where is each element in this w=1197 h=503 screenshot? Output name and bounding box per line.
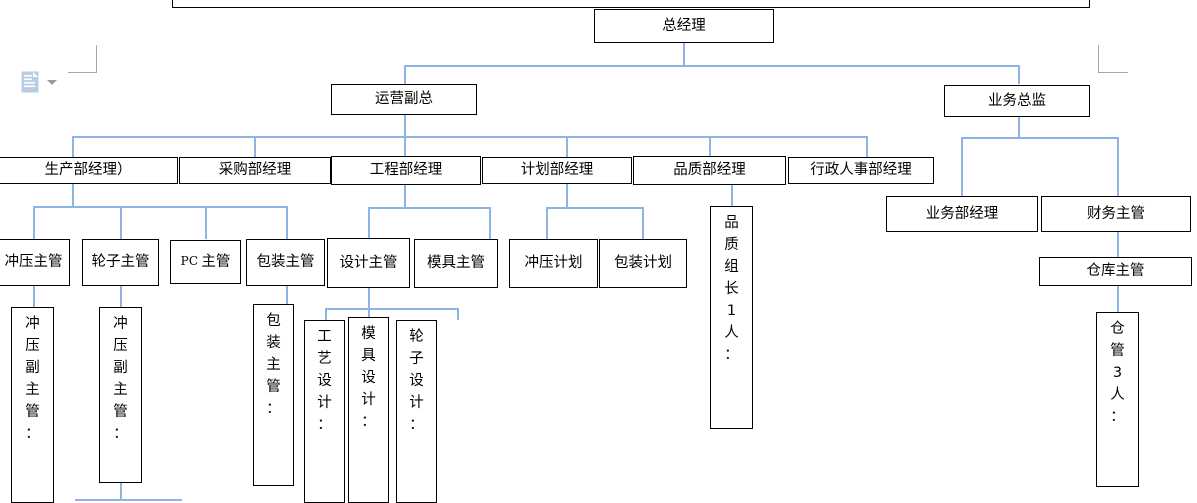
connector-to-purchasing-mgr	[254, 136, 256, 158]
node-design-supervisor[interactable]: 设计主管	[327, 238, 410, 288]
node-stamping-supervisor[interactable]: 冲压主管	[0, 239, 70, 286]
connector-packing-to-sub	[286, 285, 288, 304]
connector-design-down	[368, 285, 370, 309]
node-stamping-plan[interactable]: 冲压计划	[509, 239, 598, 288]
node-packing-sub-label: 包 装 主 管 ：	[266, 313, 281, 418]
chevron-down-icon[interactable]	[47, 80, 57, 85]
connector-to-ops-vp	[404, 65, 406, 84]
node-hr-admin-manager[interactable]: 行政人事部经理	[788, 157, 934, 184]
node-quality-manager[interactable]: 品质部经理	[633, 156, 786, 185]
connector-deputy2-down	[120, 483, 122, 500]
connector-to-wheel-sup	[120, 206, 122, 239]
node-warehouse-keeper-label: 仓 管 3 人 ：	[1110, 321, 1125, 426]
connector-wheel-to-deputy	[120, 285, 122, 307]
node-quality-group-leader-label: 品 质 组 长 1 人 ：	[724, 215, 739, 364]
node-finance-supervisor[interactable]: 财务主管	[1041, 196, 1191, 232]
connector-quality-down	[731, 183, 733, 207]
node-mold-supervisor[interactable]: 模具主管	[414, 239, 498, 288]
node-stamping-deputy-2-label: 冲 压 副 主 管 ：	[113, 316, 128, 443]
node-quality-group-leader[interactable]: 品 质 组 长 1 人 ：	[710, 206, 753, 429]
connector-to-hr-mgr	[866, 136, 868, 158]
connector-opsvp-down	[404, 114, 406, 137]
connector-finance-to-warehouse	[1117, 232, 1119, 257]
connector-design-bus	[325, 308, 458, 310]
connector-to-biz-mgr	[961, 137, 963, 196]
connector-stamping-to-deputy	[33, 285, 35, 307]
node-purchasing-manager[interactable]: 采购部经理	[179, 157, 331, 184]
node-stamping-deputy-2[interactable]: 冲 压 副 主 管 ：	[99, 307, 142, 483]
connector-to-packing-plan	[642, 207, 644, 239]
node-wheel-design[interactable]: 轮 子 设 计 ：	[396, 320, 437, 503]
connector-planning-down	[566, 183, 568, 208]
margin-mark-top-right	[1098, 45, 1130, 73]
margin-mark-top-left	[68, 45, 98, 73]
connector-to-planning-mgr	[566, 136, 568, 158]
connector-to-process-design	[325, 308, 327, 320]
connector-biz-bus	[961, 137, 1118, 139]
connector-production-down	[72, 183, 74, 207]
connector-to-mold-sup	[489, 207, 491, 239]
connector-bizdir-down	[1018, 116, 1020, 138]
node-pc-supervisor-prefix: PC	[180, 254, 199, 269]
connector-l3-bus	[72, 136, 867, 138]
connector-to-stamping-sup	[33, 206, 35, 239]
node-engineering-manager[interactable]: 工程部经理	[331, 156, 481, 185]
node-production-manager[interactable]: 生产部经理）	[0, 157, 178, 184]
node-top-partial[interactable]	[172, 0, 1090, 8]
node-process-design[interactable]: 工 艺 设 计 ：	[304, 320, 345, 503]
node-operations-vp[interactable]: 运营副总	[331, 84, 477, 115]
node-planning-manager[interactable]: 计划部经理	[482, 157, 632, 184]
connector-production-bus	[33, 206, 287, 208]
node-packing-plan[interactable]: 包装计划	[599, 239, 687, 288]
connector-to-stamping-plan	[546, 207, 548, 239]
node-packing-supervisor[interactable]: 包装主管	[246, 239, 325, 286]
paste-options-icon[interactable]	[21, 71, 43, 93]
node-business-director[interactable]: 业务总监	[944, 85, 1090, 117]
node-wheel-supervisor[interactable]: 轮子主管	[82, 239, 159, 286]
connector-to-wheel-design	[457, 308, 459, 320]
node-warehouse-keeper[interactable]: 仓 管 3 人 ：	[1096, 312, 1139, 487]
connector-engineering-bus	[368, 207, 490, 209]
connector-to-biz-director	[1018, 65, 1020, 84]
node-general-manager[interactable]: 总经理	[594, 9, 774, 43]
node-stamping-deputy-1[interactable]: 冲 压 副 主 管 ：	[11, 307, 54, 503]
node-pc-supervisor-suffix: 主管	[201, 253, 231, 270]
node-mold-design-label: 模 具 设 计 ：	[361, 326, 376, 431]
connector-to-finance-sup	[1117, 137, 1119, 196]
node-wheel-design-label: 轮 子 设 计 ：	[409, 329, 424, 434]
connector-to-packing-sup	[286, 206, 288, 239]
node-mold-design[interactable]: 模 具 设 计 ：	[348, 317, 389, 503]
connector-gm-down	[683, 43, 685, 66]
node-packing-sub[interactable]: 包 装 主 管 ：	[253, 304, 294, 486]
node-stamping-deputy-1-label: 冲 压 副 主 管 ：	[25, 316, 40, 443]
connector-to-design-sup	[368, 207, 370, 239]
node-process-design-label: 工 艺 设 计 ：	[317, 329, 332, 434]
connector-to-production-mgr	[72, 136, 74, 158]
connector-planning-bus	[546, 207, 643, 209]
node-business-manager[interactable]: 业务部经理	[886, 196, 1038, 232]
connector-warehouse-to-keeper	[1117, 285, 1119, 312]
connector-to-pc-sup	[205, 206, 207, 239]
connector-to-quality-mgr	[709, 136, 711, 158]
connector-engineering-down	[404, 183, 406, 208]
connector-deputy2-bus	[75, 499, 182, 501]
connector-to-mold-design	[368, 308, 370, 317]
node-warehouse-supervisor[interactable]: 仓库主管	[1039, 257, 1192, 286]
connector-l2-bus	[404, 65, 1019, 67]
connector-to-engineering-mgr	[404, 136, 406, 158]
